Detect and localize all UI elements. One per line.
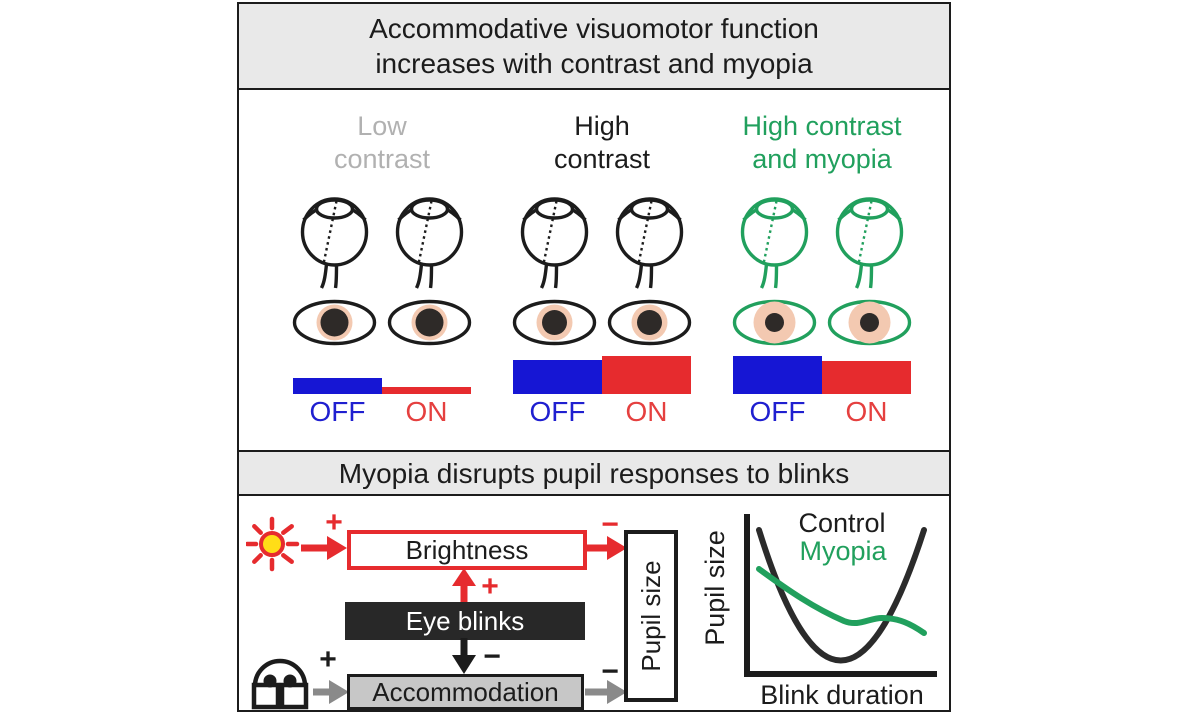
arrow-down-icon (452, 638, 476, 674)
front-eye-icon (827, 299, 912, 346)
eye-blinks-label: Eye blinks (405, 605, 525, 636)
minus-sign: − (601, 508, 619, 541)
eyeball-cross-section-icon (827, 186, 913, 290)
arrow-right-icon (585, 680, 627, 704)
sun-icon (246, 516, 300, 572)
arrow-up-icon (452, 568, 476, 602)
eyeball-cross-section-icon (607, 186, 693, 290)
chart-y-axis-label: Pupil size (700, 530, 730, 646)
stimulus-response-bars (733, 352, 911, 394)
accommodation-label: Accommodation (372, 676, 559, 707)
figure-frame: Accommodative visuomotor function increa… (237, 2, 951, 712)
condition-column-low-contrast: Low contrast (282, 90, 482, 450)
panel1-body: Low contrast (237, 88, 951, 452)
on-label: ON (625, 396, 668, 427)
arrow-right-icon (585, 536, 627, 560)
eye-blinks-box: Eye blinks (345, 602, 585, 640)
front-eye-icon (292, 299, 377, 346)
stimulus-response-bars (513, 352, 691, 394)
on-bar (382, 387, 471, 394)
condition-column-high-contrast: High contrast (502, 90, 702, 450)
front-eye-icon (512, 299, 597, 346)
eyeball-pair (732, 186, 913, 290)
front-eye-icon (387, 299, 472, 346)
onoff-labels: OFF ON (293, 396, 471, 428)
minus-sign: − (483, 640, 501, 673)
myopia-curve (756, 566, 927, 636)
off-bar (513, 360, 602, 394)
brightness-box: Brightness (347, 530, 587, 570)
eyeball-cross-section-icon (387, 186, 473, 290)
front-eye-pair (292, 299, 473, 346)
on-bar (822, 361, 911, 394)
panel1-title: Accommodative visuomotor function increa… (237, 2, 951, 90)
arrow-right-icon (313, 680, 349, 704)
front-eye-pair (732, 299, 913, 346)
plus-sign: + (319, 643, 337, 676)
off-label: OFF (529, 396, 586, 427)
on-label: ON (845, 396, 888, 427)
condition-label: Low contrast (333, 111, 431, 174)
front-eye-icon (732, 299, 817, 346)
off-label: OFF (749, 396, 806, 427)
peeking-eyes-icon (251, 658, 309, 710)
on-bar (602, 356, 691, 394)
front-eye-pair (512, 299, 693, 346)
panel2-title: Myopia disrupts pupil responses to blink… (237, 450, 951, 496)
condition-label: High contrast (553, 111, 651, 174)
eyeball-cross-section-icon (512, 186, 598, 290)
legend-myopia: Myopia (799, 536, 887, 566)
eyeball-pair (512, 186, 693, 290)
condition-label: High contrast and myopia (742, 111, 902, 174)
panel2-body: + Brightness − + Eye blinks (237, 494, 951, 712)
chart-x-axis-label: Blink duration (760, 680, 924, 710)
off-bar (293, 378, 382, 394)
plus-sign: + (325, 506, 343, 539)
onoff-labels: OFF ON (513, 396, 691, 428)
onoff-labels: OFF ON (733, 396, 911, 428)
stimulus-response-bars (293, 352, 471, 394)
off-bar (733, 356, 822, 394)
legend-control: Control (798, 508, 886, 538)
arrow-right-icon (301, 536, 347, 560)
front-eye-icon (607, 299, 692, 346)
pupil-size-box (624, 530, 678, 702)
plus-sign: + (481, 570, 499, 603)
eyeball-pair (292, 186, 473, 290)
eyeball-cross-section-icon (732, 186, 818, 290)
minus-sign: − (601, 655, 619, 688)
brightness-label: Brightness (405, 534, 529, 565)
pupil-size-label: Pupil size (635, 560, 666, 672)
accommodation-box: Accommodation (347, 674, 584, 710)
chart-axes (744, 514, 937, 677)
on-label: ON (405, 396, 448, 427)
condition-column-high-contrast-myopia: High contrast and myopia (722, 90, 922, 450)
pupil-vs-blink-duration-chart (744, 514, 937, 677)
control-curve (756, 527, 927, 664)
off-label: OFF (309, 396, 366, 427)
eyeball-cross-section-icon (292, 186, 378, 290)
